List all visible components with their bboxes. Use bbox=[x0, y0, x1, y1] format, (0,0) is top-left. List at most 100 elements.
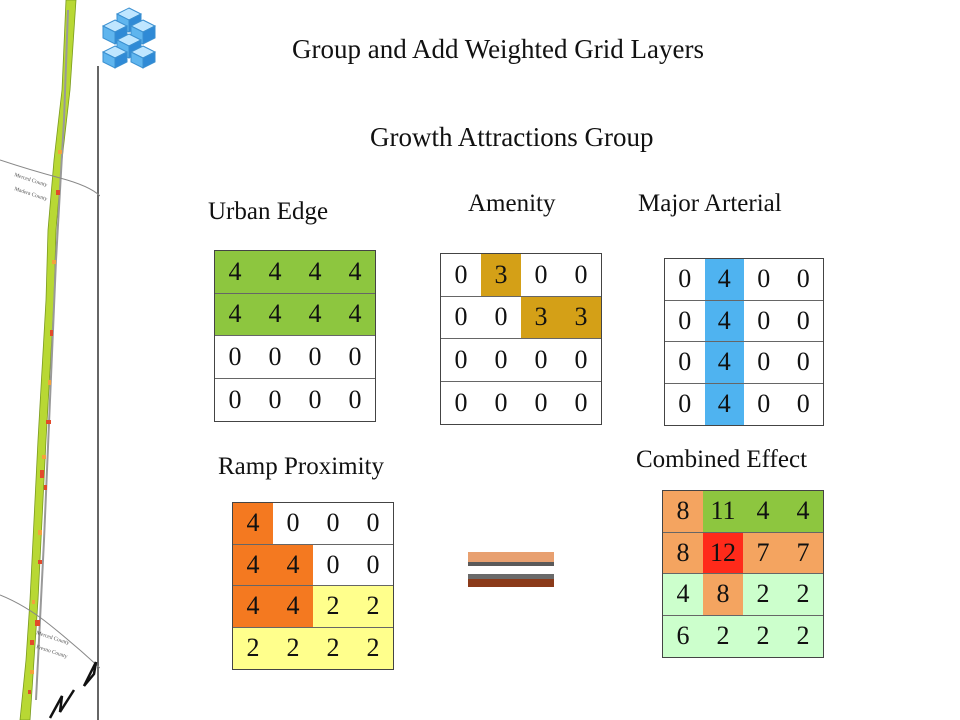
urban-edge-label: Urban Edge bbox=[208, 198, 329, 225]
grid-cell: 0 bbox=[313, 544, 353, 586]
grid-cell: 2 bbox=[313, 586, 353, 628]
urban-patches bbox=[28, 190, 60, 694]
grid-cell: 0 bbox=[665, 300, 705, 342]
grid-cell: 0 bbox=[335, 336, 375, 379]
grid-cell: 2 bbox=[743, 574, 783, 616]
grid-cell: 4 bbox=[335, 293, 375, 336]
county-boundary-1 bbox=[0, 159, 100, 197]
grid-cell: 0 bbox=[481, 381, 521, 424]
grid-cell: 3 bbox=[481, 254, 521, 297]
grid-cell: 0 bbox=[744, 383, 784, 425]
grid-cell: 6 bbox=[663, 615, 703, 657]
grid-cell: 4 bbox=[295, 293, 335, 336]
grid-cell: 4 bbox=[783, 491, 823, 533]
grid-cell: 0 bbox=[521, 339, 561, 382]
grid-cell: 0 bbox=[255, 378, 295, 421]
cube-logo-icon bbox=[101, 7, 157, 69]
grid-cell: 2 bbox=[353, 586, 393, 628]
grid-cell: 4 bbox=[233, 586, 273, 628]
county-boundary-2 bbox=[0, 594, 100, 669]
equals-top-bar bbox=[468, 552, 554, 566]
grid-cell: 4 bbox=[255, 251, 295, 294]
equals-bottom-bar bbox=[468, 574, 554, 587]
grid-cell: 0 bbox=[561, 339, 601, 382]
grid-cell: 0 bbox=[335, 378, 375, 421]
grid-cell: 0 bbox=[561, 381, 601, 424]
grid-cell: 0 bbox=[783, 259, 823, 301]
grid-cell: 3 bbox=[561, 296, 601, 339]
grid-cell: 4 bbox=[704, 300, 744, 342]
grid-cell: 0 bbox=[255, 336, 295, 379]
grid-cell: 0 bbox=[744, 259, 784, 301]
grid-cell: 2 bbox=[353, 627, 393, 669]
grid-cell: 4 bbox=[335, 251, 375, 294]
major-arterial-label: Major Arterial bbox=[638, 190, 782, 217]
grid-cell: 0 bbox=[441, 296, 481, 339]
grid-cell: 0 bbox=[783, 300, 823, 342]
grid-cell: 0 bbox=[521, 381, 561, 424]
grid-cell: 0 bbox=[295, 378, 335, 421]
corridor-shape bbox=[19, 0, 77, 720]
grid-cell: 4 bbox=[273, 544, 313, 586]
equals-icon bbox=[468, 552, 554, 587]
grid-cell: 0 bbox=[215, 336, 255, 379]
grid-cell: 2 bbox=[313, 627, 353, 669]
grid-cell: 0 bbox=[665, 383, 705, 425]
grid-cell: 4 bbox=[215, 251, 255, 294]
grid-cell: 4 bbox=[233, 503, 273, 545]
grid-cell: 4 bbox=[295, 251, 335, 294]
grid-cell: 0 bbox=[295, 336, 335, 379]
grid-cell: 2 bbox=[783, 574, 823, 616]
grid-cell: 0 bbox=[481, 339, 521, 382]
grid-cell: 0 bbox=[521, 254, 561, 297]
grid-cell: 0 bbox=[783, 383, 823, 425]
grid-cell: 4 bbox=[273, 586, 313, 628]
grid-cell: 4 bbox=[704, 259, 744, 301]
grid-cell: 4 bbox=[704, 383, 744, 425]
grid-cell: 2 bbox=[703, 615, 743, 657]
grid-cell: 2 bbox=[783, 615, 823, 657]
grid-cell: 4 bbox=[704, 342, 744, 384]
grid-cell: 4 bbox=[215, 293, 255, 336]
grid-cell: 0 bbox=[744, 342, 784, 384]
grid-cell: 2 bbox=[743, 615, 783, 657]
grid-cell: 4 bbox=[233, 544, 273, 586]
grid-cell: 0 bbox=[665, 259, 705, 301]
grid-cell: 4 bbox=[255, 293, 295, 336]
page-title: Group and Add Weighted Grid Layers bbox=[292, 34, 704, 64]
grid-cell: 0 bbox=[744, 300, 784, 342]
amenity-label: Amenity bbox=[468, 190, 556, 217]
grid-cell: 4 bbox=[663, 574, 703, 616]
grid-cell: 0 bbox=[665, 342, 705, 384]
grid-cell: 4 bbox=[743, 491, 783, 533]
grid-cell: 0 bbox=[353, 503, 393, 545]
grid-cell: 0 bbox=[481, 296, 521, 339]
grid-cell: 8 bbox=[663, 532, 703, 574]
ramp-proximity-label: Ramp Proximity bbox=[218, 453, 384, 480]
grid-cell: 7 bbox=[743, 532, 783, 574]
grid-cell: 7 bbox=[783, 532, 823, 574]
grid-cell: 0 bbox=[353, 544, 393, 586]
grid-cell: 0 bbox=[441, 339, 481, 382]
grid-cell: 0 bbox=[273, 503, 313, 545]
combined-effect-label: Combined Effect bbox=[636, 446, 808, 473]
grid-cell: 0 bbox=[441, 254, 481, 297]
cube-stack bbox=[101, 7, 157, 69]
grid-cell: 8 bbox=[663, 491, 703, 533]
grid-cell: 0 bbox=[313, 503, 353, 545]
grid-cell: 3 bbox=[521, 296, 561, 339]
grid-cell: 0 bbox=[561, 254, 601, 297]
north-arrow-icon bbox=[48, 661, 98, 719]
group-subtitle: Growth Attractions Group bbox=[370, 122, 654, 152]
map-strip: Merced County Madera County Merced Count… bbox=[0, 0, 100, 720]
grid-cell: 0 bbox=[441, 381, 481, 424]
grid-cell: 11 bbox=[703, 491, 743, 533]
grid-cell: 2 bbox=[233, 627, 273, 669]
grid-cell: 0 bbox=[783, 342, 823, 384]
grid-cell: 0 bbox=[215, 378, 255, 421]
